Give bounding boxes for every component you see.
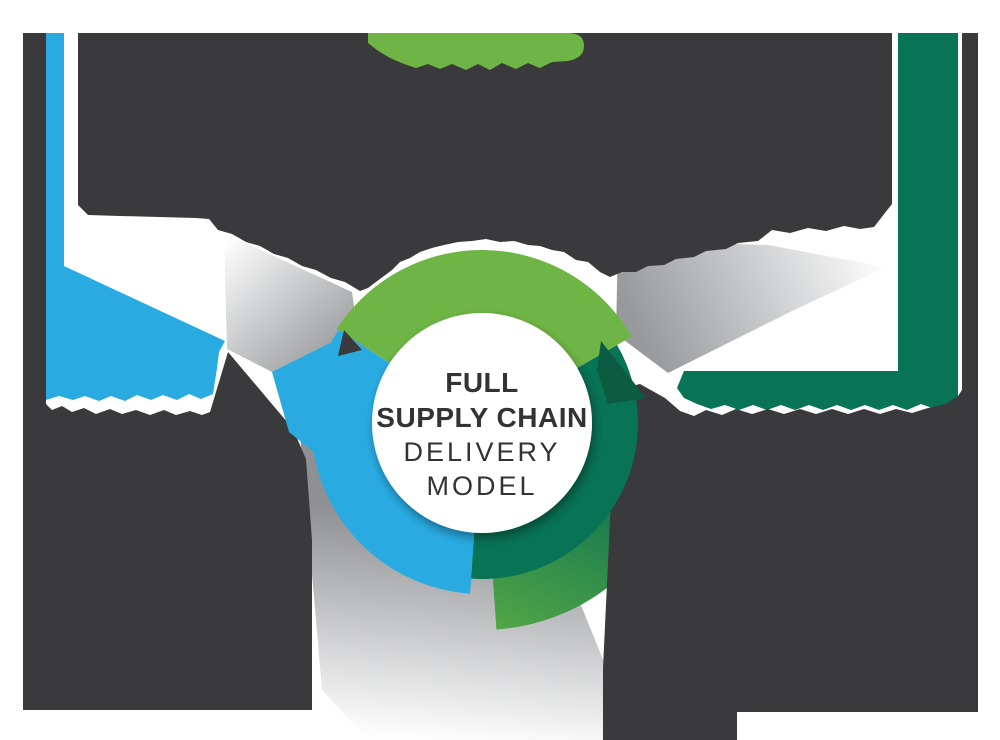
ring-segment-green <box>336 250 632 369</box>
center-title-line2: SUPPLY CHAIN <box>376 402 587 433</box>
junction-wedge-green-teal <box>597 341 646 404</box>
center-title-line3: DELIVERY <box>403 437 560 467</box>
ring-segment-teal <box>471 345 638 579</box>
ring-segment-blue-corner <box>272 340 352 459</box>
junction-wedge-green-blue <box>338 330 362 356</box>
right-box-silhouette <box>603 33 978 740</box>
teal-ribbon-stripe <box>677 33 958 410</box>
ring-segment-blue <box>311 329 475 594</box>
upper-right-gray-fan <box>616 240 886 373</box>
top-banner-silhouette <box>78 33 892 291</box>
blue-ribbon-stripe <box>46 33 225 401</box>
left-box-silhouette <box>23 33 312 710</box>
center-circle <box>372 313 592 533</box>
green-ribbon <box>368 33 584 70</box>
center-title-line1: FULL <box>445 367 519 398</box>
center-title-line4: MODEL <box>426 471 537 501</box>
upper-left-gray-fan <box>224 233 360 372</box>
